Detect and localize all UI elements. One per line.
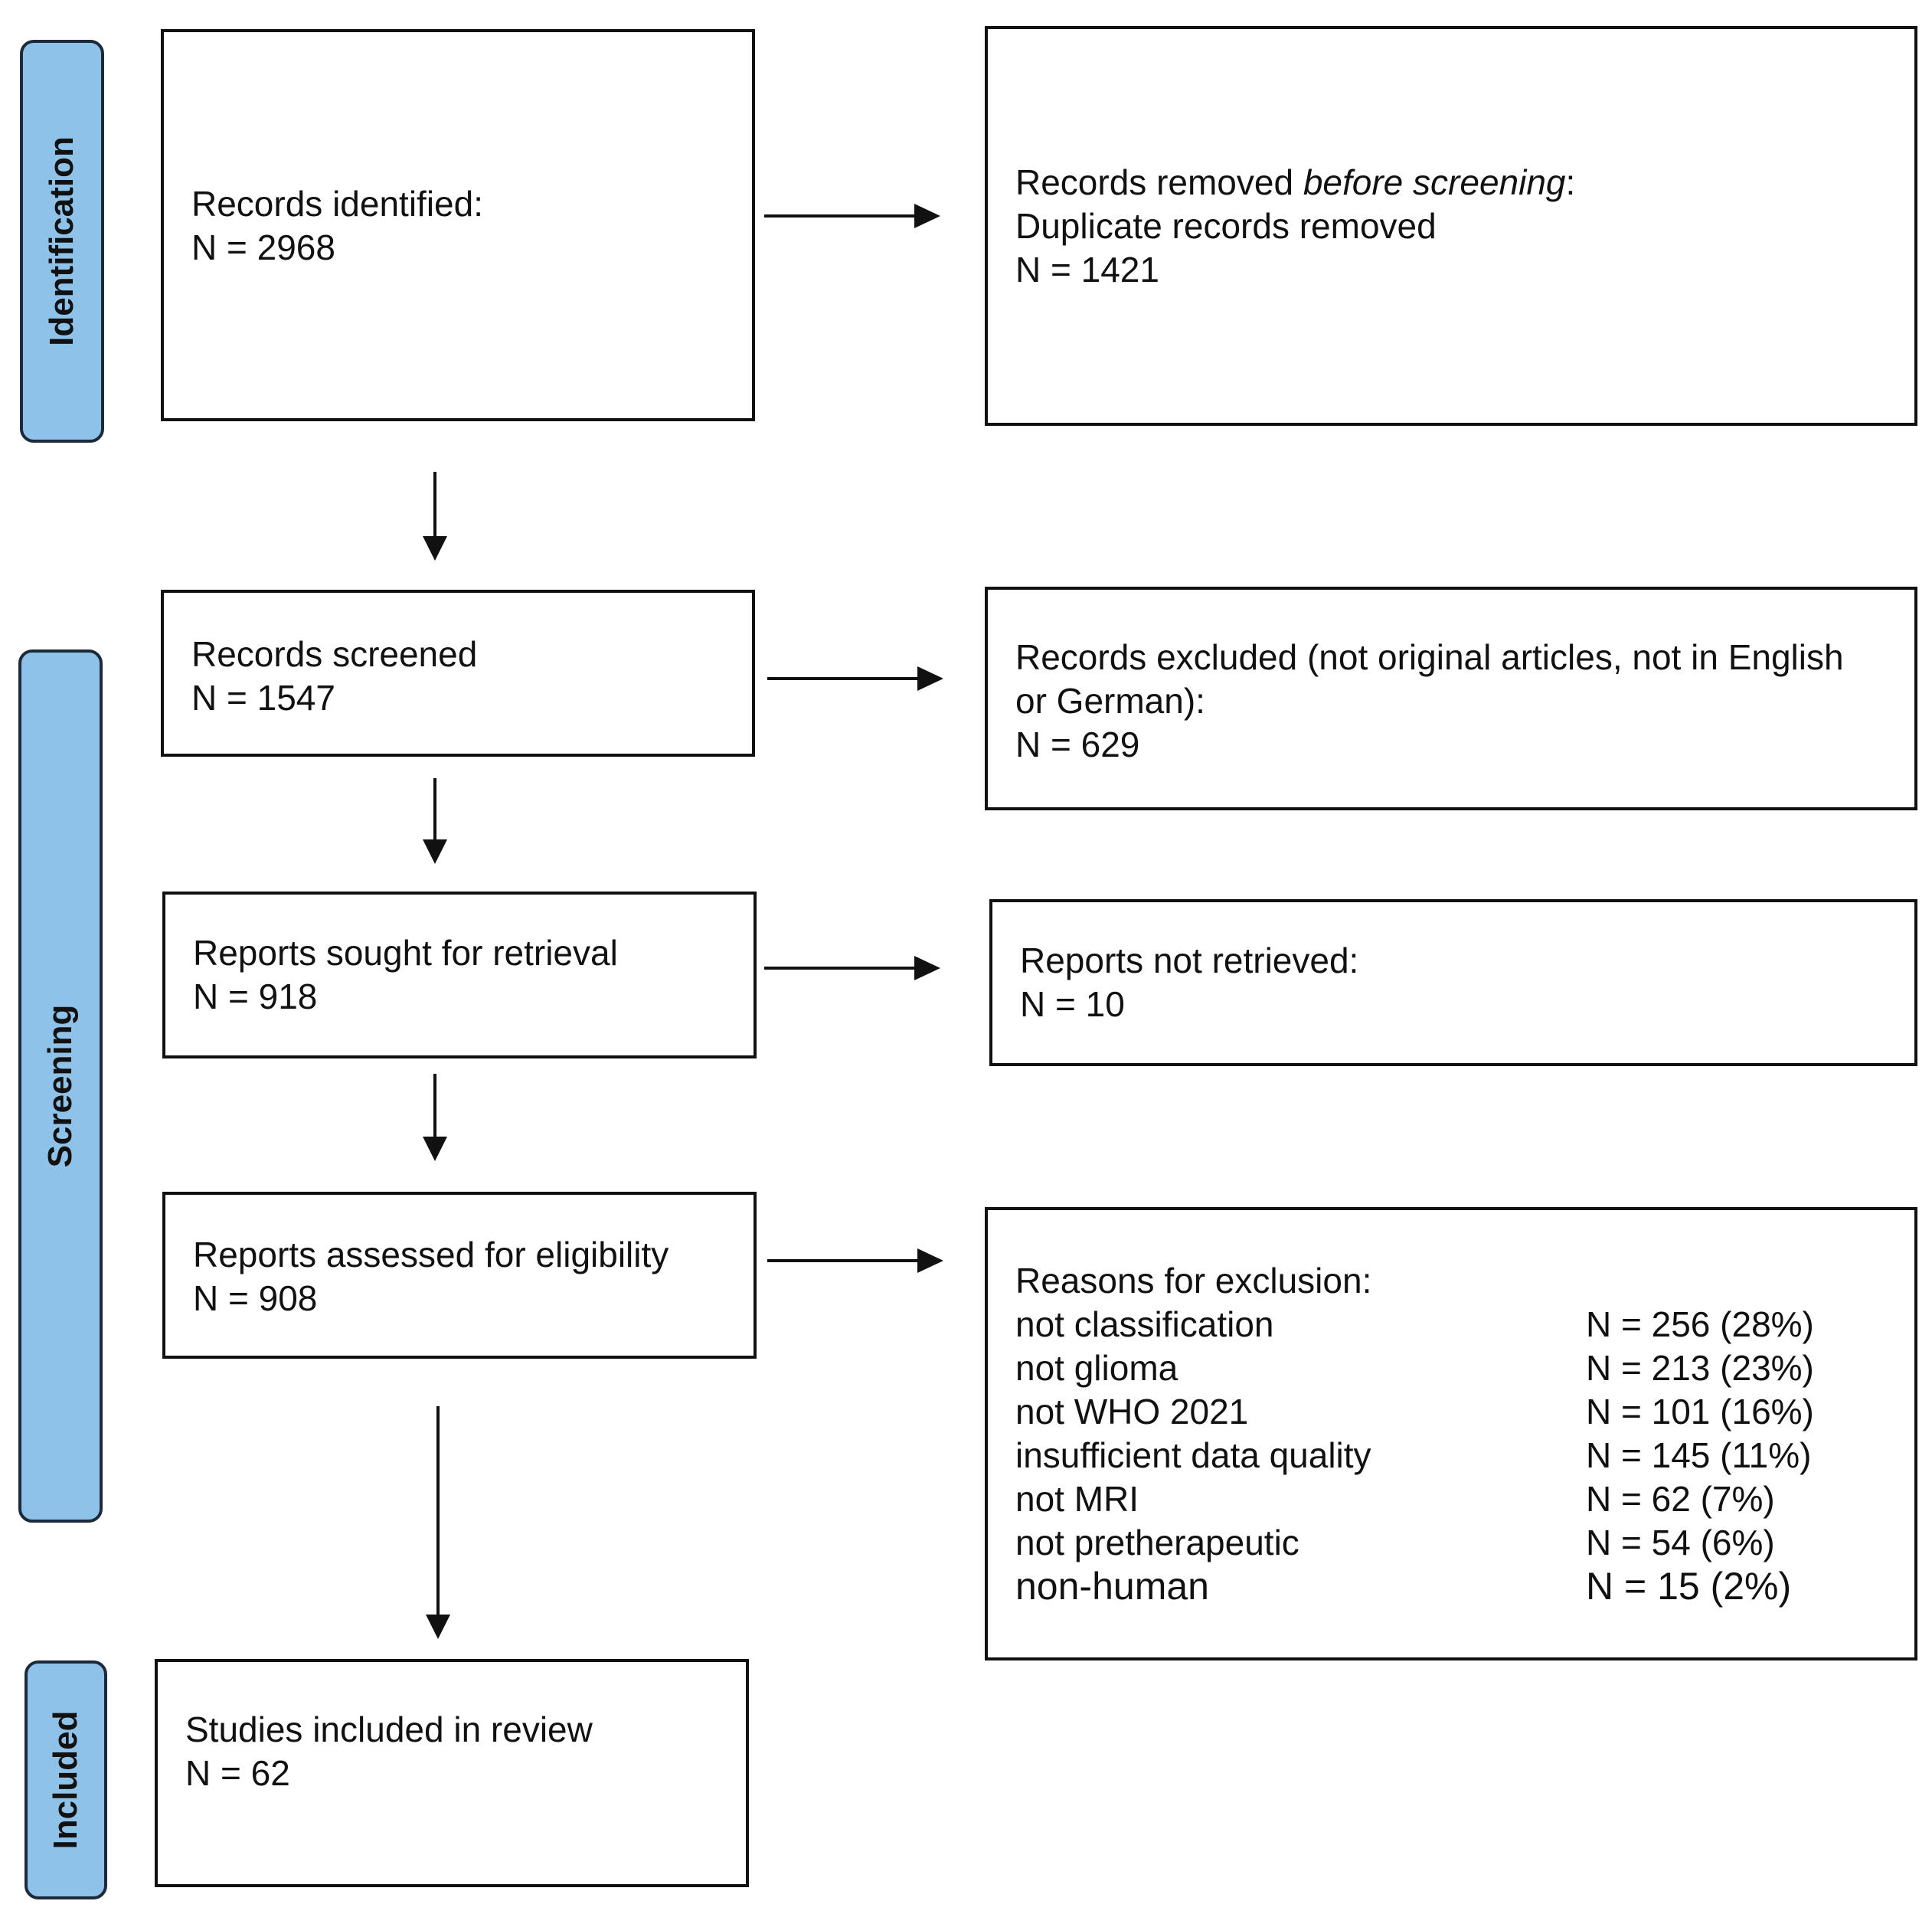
arrowhead-down-2 xyxy=(423,839,447,864)
reason-label: not pretherapeutic xyxy=(1015,1523,1299,1562)
reports-sought-box: Reports sought for retrieval N = 918 xyxy=(162,892,757,1058)
records-excluded-box: Records excluded (not original articles,… xyxy=(985,587,1917,810)
records-excluded-heading-cont: or German): xyxy=(1015,681,1205,721)
studies-included-box: Studies included in review N = 62 xyxy=(155,1659,749,1887)
arrowhead-right-3 xyxy=(914,956,940,980)
records-identified-label: Records identified: xyxy=(191,184,483,224)
reports-not-retrieved-count: N = 10 xyxy=(1020,984,1125,1024)
arrowhead-right-2 xyxy=(917,666,943,691)
phase-included: Included xyxy=(25,1660,107,1899)
records-identified-count: N = 2968 xyxy=(191,227,335,267)
reports-sought-count: N = 918 xyxy=(193,977,318,1016)
arrowhead-right-4 xyxy=(917,1248,943,1273)
records-identified-box: Records identified: N = 2968 xyxy=(161,29,755,421)
reports-not-retrieved-box: Reports not retrieved: N = 10 xyxy=(989,899,1917,1066)
reason-row: not glioma N = 213 (23%) xyxy=(1015,1346,1814,1390)
records-excluded-heading: Records excluded (not original articles,… xyxy=(1015,637,1844,677)
reason-value: N = 213 (23%) xyxy=(1586,1348,1814,1388)
reports-sought-label: Reports sought for retrieval xyxy=(193,933,618,973)
reason-value: N = 15 (2%) xyxy=(1586,1565,1792,1608)
reports-not-retrieved-label: Reports not retrieved: xyxy=(1020,941,1359,980)
reason-label: not WHO 2021 xyxy=(1015,1392,1249,1431)
reason-row: not classification N = 256 (28%) xyxy=(1015,1303,1814,1346)
arrowhead-right-1 xyxy=(914,204,940,228)
reason-row: not WHO 2021 N = 101 (16%) xyxy=(1015,1390,1814,1434)
records-removed-count: N = 1421 xyxy=(1015,250,1159,290)
reason-label: insufficient data quality xyxy=(1015,1435,1371,1475)
reason-label: not classification xyxy=(1015,1304,1274,1344)
studies-included-count: N = 62 xyxy=(185,1753,290,1793)
reason-value: N = 145 (11%) xyxy=(1586,1435,1812,1475)
reason-value: N = 101 (16%) xyxy=(1586,1392,1814,1431)
duplicate-records-label: Duplicate records removed xyxy=(1015,206,1437,246)
reason-value: N = 256 (28%) xyxy=(1586,1304,1814,1344)
arrowhead-down-1 xyxy=(423,536,447,561)
reason-row: not pretherapeutic N = 54 (6%) xyxy=(1015,1521,1814,1565)
arrowhead-down-4 xyxy=(426,1615,450,1639)
studies-included-label: Studies included in review xyxy=(185,1710,593,1749)
reason-label: non-human xyxy=(1015,1565,1209,1608)
reports-assessed-label: Reports assessed for eligibility xyxy=(193,1235,669,1274)
reason-label: not glioma xyxy=(1015,1348,1178,1388)
reason-value: N = 62 (7%) xyxy=(1586,1479,1775,1519)
reason-row: not MRI N = 62 (7%) xyxy=(1015,1477,1814,1521)
records-screened-count: N = 1547 xyxy=(191,678,335,718)
reason-row: insufficient data quality N = 145 (11%) xyxy=(1015,1434,1814,1477)
arrowhead-down-3 xyxy=(423,1137,447,1161)
reason-value: N = 54 (6%) xyxy=(1586,1523,1775,1562)
reason-label: not MRI xyxy=(1015,1479,1139,1519)
records-screened-label: Records screened xyxy=(191,634,478,674)
reports-assessed-count: N = 908 xyxy=(193,1278,318,1318)
records-screened-box: Records screened N = 1547 xyxy=(161,590,755,757)
reasons-exclusion-title: Reasons for exclusion: xyxy=(1015,1261,1372,1301)
reason-row: non-human N = 15 (2%) xyxy=(1015,1565,1814,1608)
records-removed-box: Records removed before screening: Duplic… xyxy=(985,26,1917,426)
phase-identification: Identification xyxy=(20,40,104,443)
phase-screening: Screening xyxy=(18,649,103,1523)
records-excluded-count: N = 629 xyxy=(1015,725,1140,764)
reports-assessed-box: Reports assessed for eligibility N = 908 xyxy=(162,1192,757,1359)
reasons-exclusion-box: Reasons for exclusion: not classificatio… xyxy=(985,1207,1917,1660)
records-removed-heading: Records removed before screening: xyxy=(1015,162,1576,202)
